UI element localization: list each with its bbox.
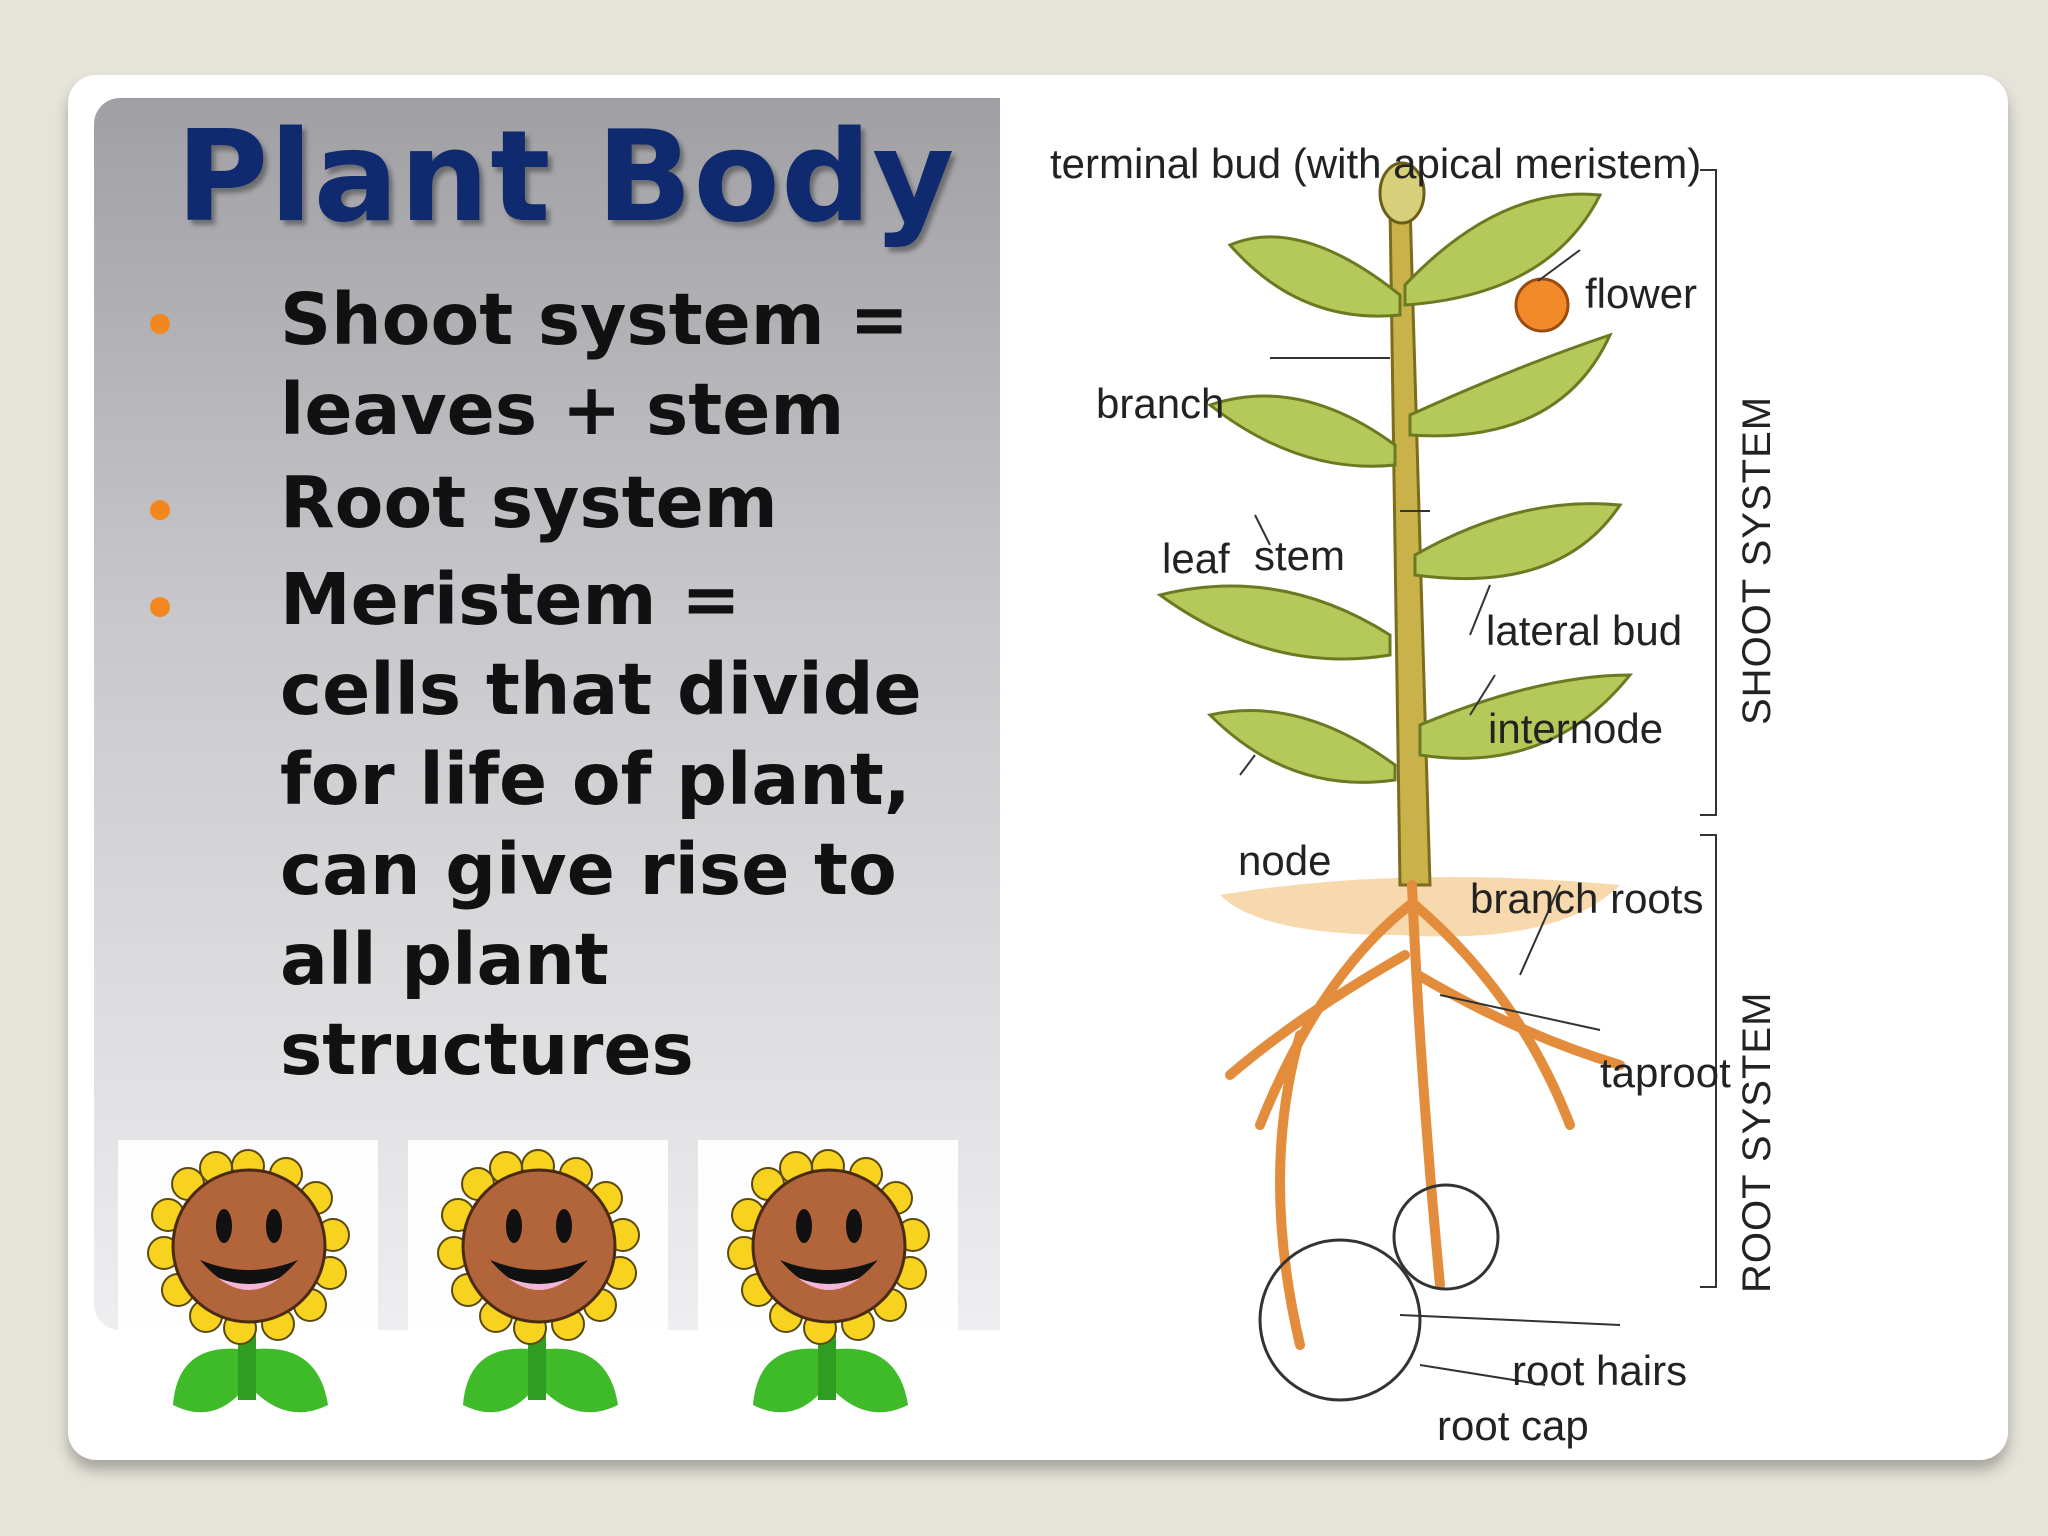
sunflower-icon [698,1140,960,1414]
leader-lines [1239,249,1621,1386]
label-terminal-bud: terminal bud (with apical meristem) [1050,140,1701,187]
bullet-line: Shoot system = [280,278,909,361]
label-leaf: leaf [1162,535,1230,582]
sunflower-icon [118,1140,380,1414]
slide: Plant Body Shoot system = leaves + stem … [68,75,2008,1460]
plant-diagram: terminal bud (with apical meristem) flow… [1000,75,2008,1460]
terminal-bud-shape [1378,161,1426,225]
label-node: node [1238,837,1331,884]
root-group [1225,880,1625,1350]
leaf-group [1156,192,1634,784]
root-tip-circle [1392,1183,1500,1291]
bullet-line: leaves + stem [280,368,845,451]
root-tip-magnifier [1258,1238,1422,1402]
label-internode: internode [1488,705,1663,752]
label-root-system: ROOT SYSTEM [1735,992,1779,1293]
bullet-marker [150,500,170,520]
bullet-line: structures [280,1008,694,1091]
bullet-line: cells that divide [280,648,922,731]
label-taproot: taproot [1600,1049,1731,1096]
content-panel [94,98,1000,1330]
bullet-line: all plant [280,918,609,1001]
flower-shape [1514,277,1570,333]
bullet-line: Root system [280,461,778,544]
bullet-marker [150,314,170,334]
section-brackets [1700,169,1717,1288]
slide-title: Plant Body [176,103,956,250]
label-root-hairs: root hairs [1512,1347,1687,1394]
sunflower-icon [408,1140,670,1414]
label-stem: stem [1254,532,1345,579]
label-branch-roots: branch roots [1470,875,1703,922]
bullet-item-meristem: Meristem = cells that divide for life of… [280,555,1040,1095]
label-lateral-bud: lateral bud [1486,607,1682,654]
bullet-marker [150,597,170,617]
bullet-line: can give rise to [280,828,897,911]
label-root-cap: root cap [1437,1402,1589,1449]
bullet-line: for life of plant, [280,738,911,821]
label-branch: branch [1096,380,1224,427]
plant-diagram-figure: terminal bud (with apical meristem) flow… [1050,140,1779,1449]
sunflower-row [118,1140,998,1430]
bullet-item-root-system: Root system [280,458,1040,548]
label-flower: flower [1585,270,1697,317]
bullet-list: Shoot system = leaves + stem Root system… [68,75,1008,1195]
label-shoot-system: SHOOT SYSTEM [1735,396,1779,725]
bullet-item-shoot-system: Shoot system = leaves + stem [280,275,1040,455]
bullet-line: Meristem = [280,558,741,641]
